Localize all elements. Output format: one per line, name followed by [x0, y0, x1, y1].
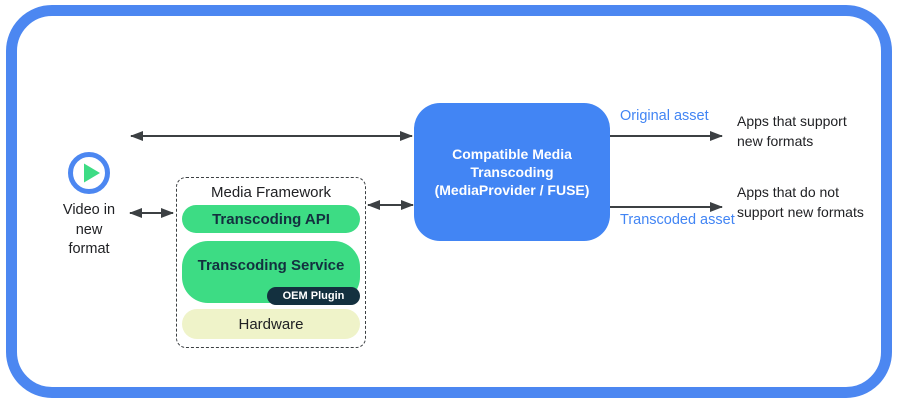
apps-no-support-line: support new formats — [737, 203, 864, 220]
arrowhead-left-icon — [129, 208, 142, 218]
transcoder-line: Transcoding — [470, 164, 554, 180]
transcoded-asset-label: Transcoded asset — [620, 212, 735, 228]
arrowhead-right-icon — [710, 131, 723, 141]
diagram-border — [6, 5, 892, 398]
arrowhead-right-icon — [400, 131, 413, 141]
transcoding-service-box: Transcoding Service — [182, 241, 360, 303]
arrow-source-transcoder — [130, 131, 413, 141]
video-source-line: format — [68, 241, 110, 257]
arrow-original-asset — [610, 131, 723, 141]
media-framework-title: Media Framework — [210, 184, 332, 201]
transcoder-line: Compatible Media — [452, 146, 572, 162]
compatible-media-transcoding-box: Compatible Media Transcoding (MediaProvi… — [414, 103, 610, 241]
video-source-line: new — [75, 221, 103, 238]
apps-support-line: new formats — [737, 132, 814, 149]
video-source-label: Video in new format — [44, 201, 134, 260]
arrow-video-framework — [129, 208, 174, 218]
transcoding-api-pill: Transcoding API — [182, 205, 360, 233]
transcoder-line: (MediaProvider / FUSE) — [434, 182, 590, 198]
media-framework-box: Media Framework Transcoding API Transcod… — [176, 177, 366, 348]
apps-support-label: Apps that support new formats — [737, 112, 897, 151]
arrowhead-left-icon — [367, 200, 380, 210]
arrowhead-right-icon — [710, 202, 723, 212]
play-icon — [68, 152, 110, 194]
video-source-line: Video in — [62, 202, 116, 218]
original-asset-label: Original asset — [620, 108, 709, 124]
hardware-pill: Hardware — [182, 309, 360, 339]
apps-no-support-label: Apps that do not support new formats — [737, 183, 897, 222]
arrow-framework-transcoder — [367, 200, 414, 210]
arrow-transcoded-asset — [610, 202, 723, 212]
video-play-icon — [67, 151, 111, 195]
oem-plugin-pill: OEM Plugin — [267, 287, 360, 305]
arrowhead-right-icon — [401, 200, 414, 210]
arrowhead-left-icon — [130, 131, 143, 141]
arrowhead-right-icon — [161, 208, 174, 218]
apps-support-line: Apps that support — [737, 113, 847, 129]
apps-no-support-line: Apps that do not — [737, 184, 839, 200]
